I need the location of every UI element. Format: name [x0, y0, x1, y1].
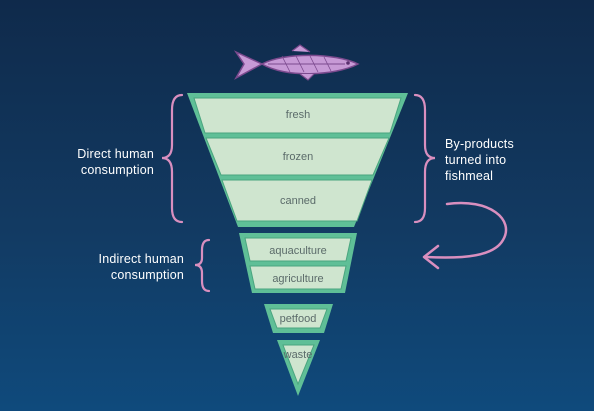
tier-label-fresh: fresh: [286, 109, 310, 121]
funnel-waste-section: waste: [277, 340, 320, 396]
tier-aquaculture: [244, 237, 352, 262]
indirect-line2: consumption: [110, 268, 184, 282]
brace-icon: [194, 238, 211, 293]
direct-line2: consumption: [80, 163, 154, 177]
byproducts-line1: By-products: [445, 137, 514, 151]
tier-agriculture: [249, 265, 347, 290]
brace-icon: [413, 93, 436, 224]
tier-label-canned: canned: [280, 195, 316, 207]
byproducts-line2: turned into: [445, 153, 507, 167]
tier-label-agriculture: agriculture: [272, 273, 323, 285]
tier-label-waste: waste: [283, 349, 313, 361]
byproducts-label: By-products turned into fishmeal: [445, 136, 555, 184]
curved-arrow-icon: [422, 201, 508, 270]
byproducts-line3: fishmeal: [445, 169, 494, 183]
direct-consumption-label: Direct human consumption: [40, 146, 154, 178]
brace-icon: [161, 93, 184, 224]
tier-label-frozen: frozen: [283, 151, 314, 163]
tier-frozen: [205, 137, 390, 176]
indirect-line1: Indirect human: [98, 252, 184, 266]
tier-fresh: [193, 97, 402, 134]
tier-canned: [221, 179, 373, 222]
direct-line1: Direct human: [77, 147, 154, 161]
tier-waste: [282, 344, 315, 386]
tier-label-aquaculture: aquaculture: [269, 245, 327, 257]
funnel-petfood-section: petfood: [264, 304, 333, 333]
funnel-middle-section: aquaculture agriculture: [239, 233, 357, 293]
indirect-consumption-label: Indirect human consumption: [58, 251, 184, 283]
fish-icon: [233, 44, 360, 81]
tier-label-petfood: petfood: [280, 313, 317, 325]
funnel-top-section: fresh frozen canned: [187, 93, 408, 227]
tier-petfood: [269, 308, 328, 329]
